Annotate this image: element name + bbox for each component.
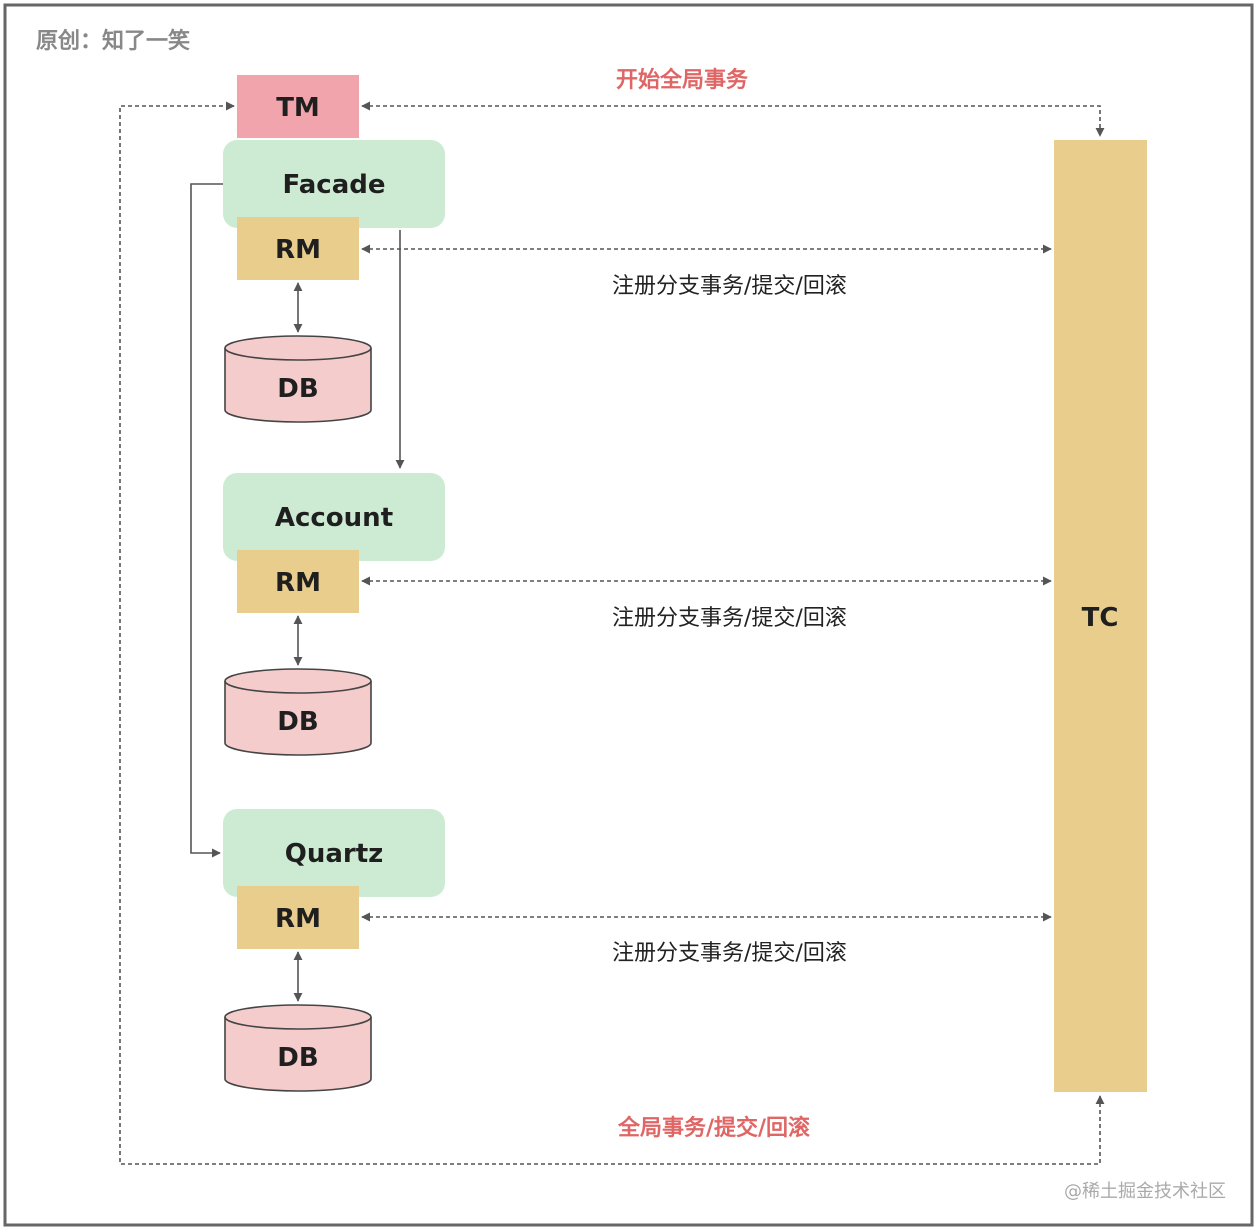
quartz-label: Quartz [285,839,384,869]
tm-node: TM [237,75,359,138]
account-rm-box [237,550,359,613]
bottom-edge-label: 全局事务/提交/回滚 [617,1115,811,1141]
account-label: Account [275,503,393,533]
facade-branch-note: 注册分支事务/提交/回滚 [612,274,847,299]
watermark: @稀土掘金技术社区 [1064,1181,1226,1202]
account-service-box [223,473,445,561]
quartz-service-box [223,809,445,897]
service-group-facade: Facade RM DB 注册分支事务/提交/回滚 [223,140,1052,423]
quartz-db-label: DB [277,1043,318,1073]
facade-rm-label: RM [275,235,321,265]
account-branch-note: 注册分支事务/提交/回滚 [612,606,847,631]
tc-node: TC [1054,140,1147,1092]
global-loop-connector [119,101,1105,1165]
service-group-account: Account RM DB 注册分支事务/提交/回滚 [223,473,1052,756]
quartz-rm-box [237,886,359,949]
quartz-db-cylinder [224,1004,372,1092]
facade-service-box [223,140,445,228]
service-group-quartz: Quartz RM DB 注册分支事务/提交/回滚 [223,809,1052,1092]
facade-db-cylinder [224,335,372,423]
tc-label: TC [1082,603,1119,633]
facade-db-label: DB [277,374,318,404]
facade-to-quartz-arrow [190,183,223,858]
account-db-label: DB [277,707,318,737]
tm-label: TM [276,93,320,123]
account-db-cylinder [224,668,372,756]
quartz-branch-note: 注册分支事务/提交/回滚 [612,941,847,966]
facade-label: Facade [283,170,386,200]
top-edge-label: 开始全局事务 [616,67,749,93]
facade-rm-box [237,217,359,280]
quartz-rm-label: RM [275,904,321,934]
author-note: 原创：知了一笑 [36,28,190,54]
account-rm-label: RM [275,568,321,598]
